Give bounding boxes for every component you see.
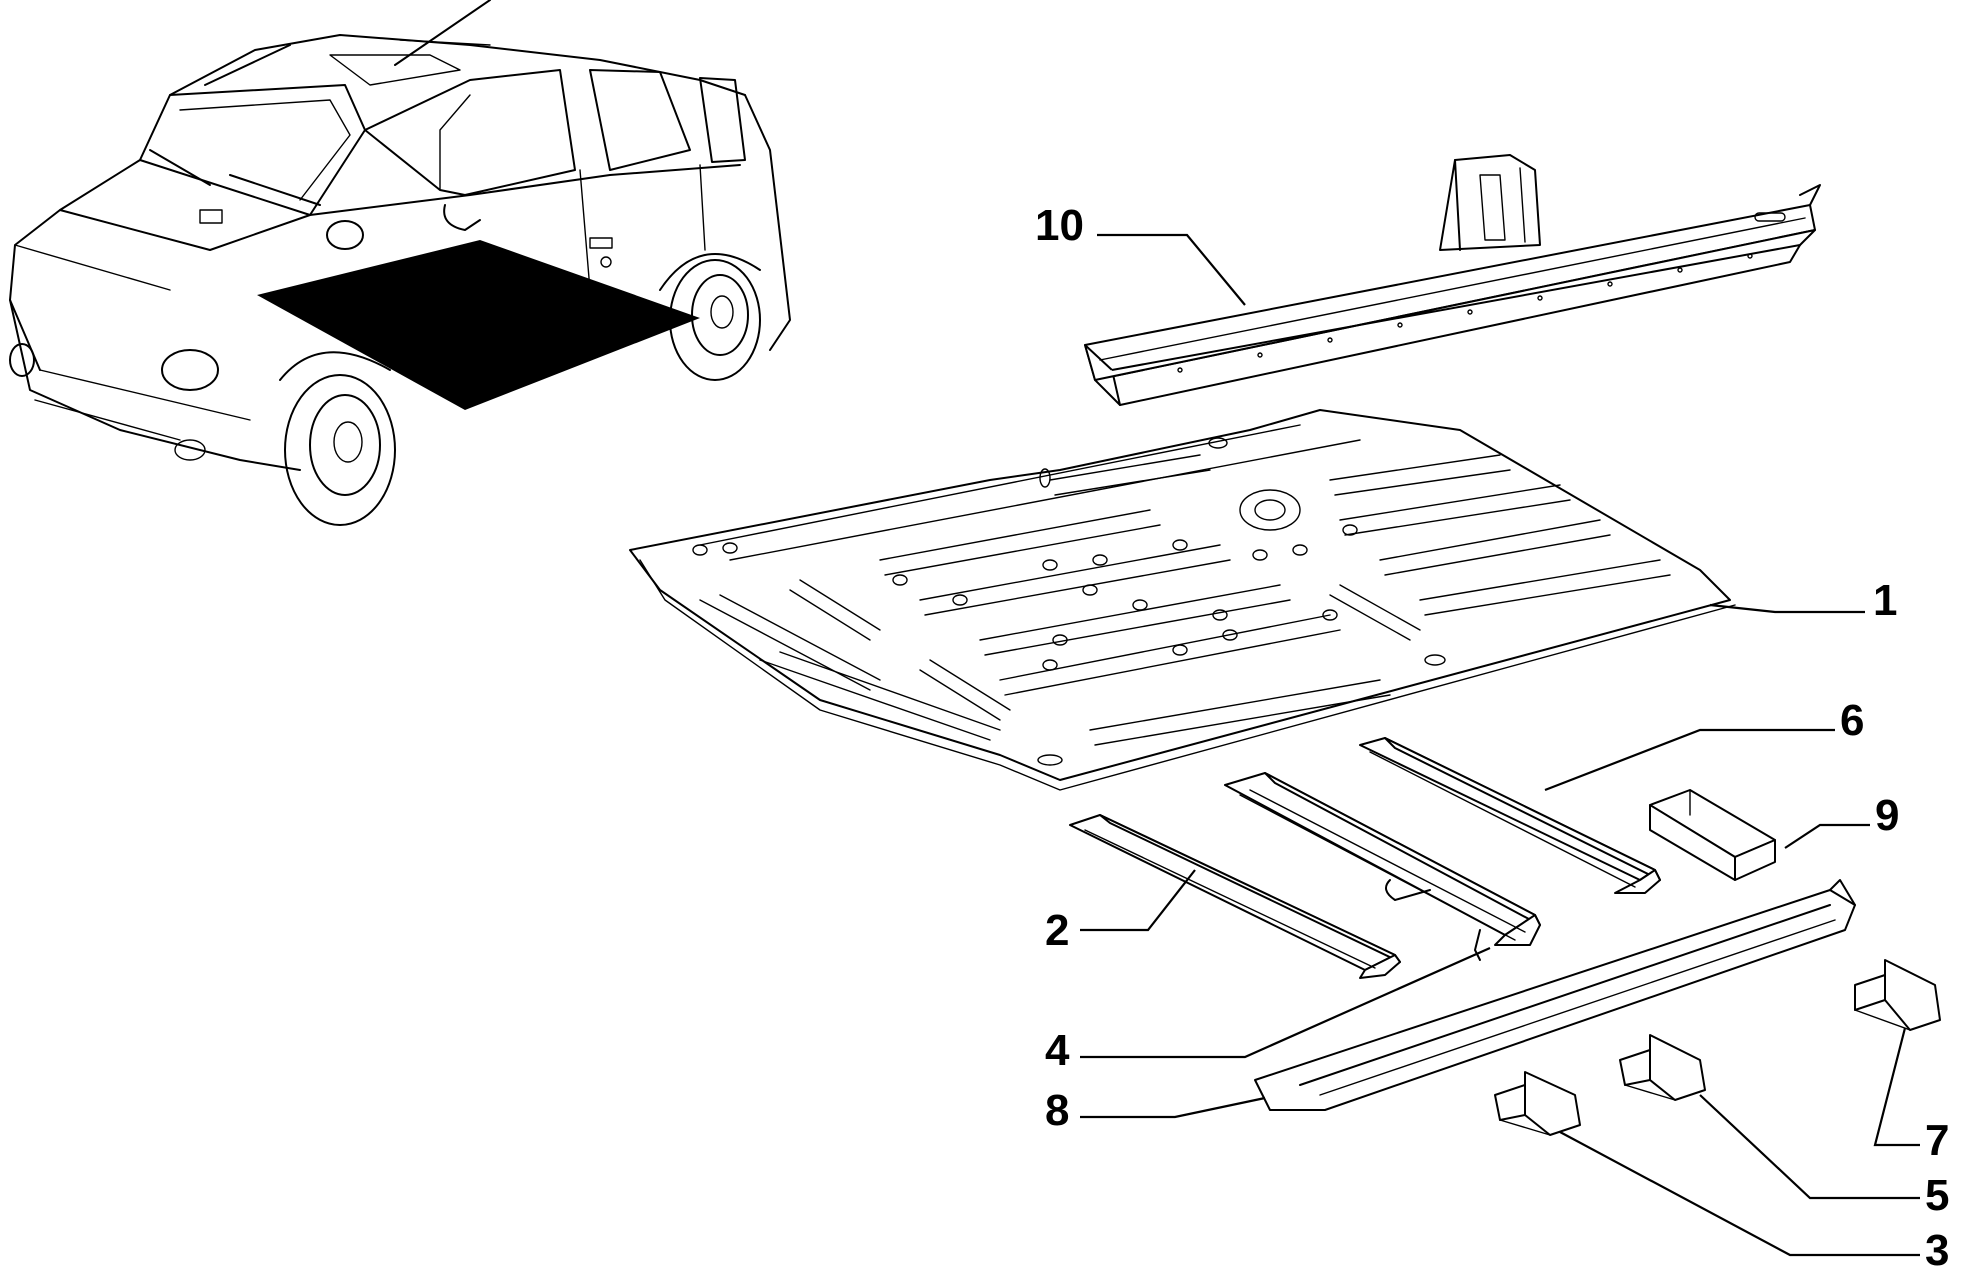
part-10-side-member bbox=[1084, 154, 1821, 406]
floor-highlight bbox=[257, 240, 700, 410]
callout-10: 10 bbox=[1035, 201, 1084, 250]
vehicle-illustration bbox=[9, 0, 791, 526]
callout-1: 1 bbox=[1873, 576, 1897, 625]
callout-3: 3 bbox=[1925, 1226, 1949, 1274]
part-8-sill bbox=[1254, 879, 1856, 1111]
part-1-floor-panel bbox=[629, 409, 1736, 791]
part-5-bracket bbox=[1619, 1034, 1706, 1101]
callout-labels: 10 1 6 9 2 4 8 7 5 3 bbox=[1035, 201, 1949, 1274]
side-member-holes bbox=[1177, 253, 1753, 373]
leader-lines bbox=[1080, 233, 1920, 1257]
part-9-bracket bbox=[1649, 789, 1776, 881]
callout-8: 8 bbox=[1045, 1086, 1069, 1135]
part-3-bracket bbox=[1494, 1071, 1581, 1136]
part-4-crossmember bbox=[1224, 772, 1541, 961]
part-6-crossmember bbox=[1359, 737, 1661, 894]
callout-4: 4 bbox=[1045, 1026, 1070, 1075]
part-2-crossmember bbox=[1069, 814, 1401, 979]
callout-9: 9 bbox=[1875, 791, 1899, 840]
part-7-bracket bbox=[1854, 959, 1941, 1031]
callout-2: 2 bbox=[1045, 906, 1069, 955]
callout-6: 6 bbox=[1840, 696, 1864, 745]
callout-7: 7 bbox=[1925, 1116, 1949, 1165]
floor-holes bbox=[692, 437, 1446, 766]
callout-5: 5 bbox=[1925, 1171, 1949, 1220]
